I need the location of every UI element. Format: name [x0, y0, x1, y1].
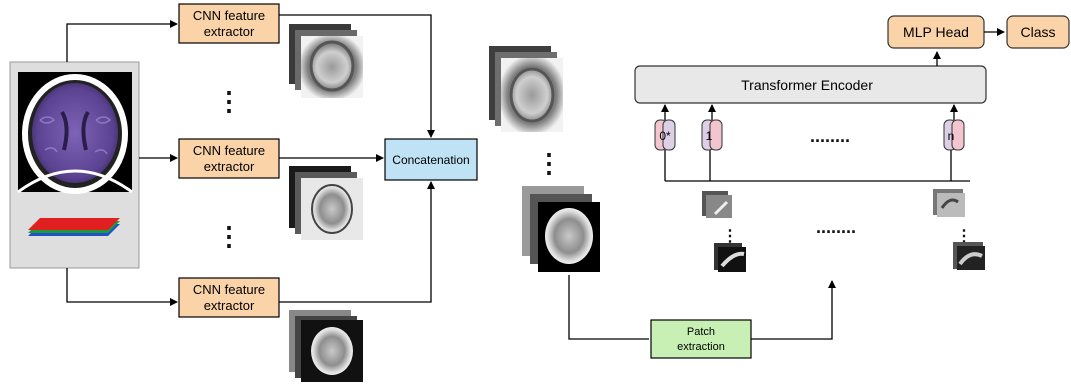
- feature-maps-bottom: [289, 310, 363, 382]
- token-to-encoder-arrows: [661, 104, 958, 120]
- class-label: Class: [1020, 24, 1055, 40]
- cnn-extractor-middle-label-line1: CNN feature: [193, 143, 265, 158]
- patch-tile-n-a: [933, 189, 965, 217]
- token-1: 1: [701, 119, 723, 151]
- cnn-extractor-top-label-line2: extractor: [204, 24, 255, 39]
- cnn-extractor-bottom: CNN feature extractor: [178, 277, 280, 318]
- patch-tile-n-b: [953, 242, 985, 270]
- patch-extraction-label-line1: Patch: [687, 326, 715, 338]
- mlp-head-box: MLP Head: [887, 15, 985, 49]
- cnn-extractor-top-label-line1: CNN feature: [193, 8, 265, 23]
- feature-maps-middle: [289, 166, 363, 240]
- input-to-cnn-arrows: [66, 20, 178, 306]
- concatenation-label: Concatenation: [392, 153, 469, 167]
- image-stack-top: [489, 46, 563, 132]
- patch-extraction-label-line2: extraction: [677, 341, 725, 353]
- ellipsis-horizontal-patches: ........: [816, 217, 856, 237]
- patch-extraction-flow: [568, 275, 836, 340]
- ellipsis-horizontal-tokens: ........: [810, 126, 850, 146]
- image-stack-bottom: [522, 186, 600, 272]
- rgb-channel-layers-icon: [28, 218, 120, 236]
- cnn-extractor-middle-label-line2: extractor: [204, 159, 255, 174]
- patch-tile-1b: [714, 243, 746, 272]
- class-box: Class: [1006, 15, 1070, 49]
- concatenation-box: Concatenation: [384, 138, 478, 181]
- feature-maps-top: [289, 24, 363, 98]
- cnn-extractor-bottom-label-line1: CNN feature: [193, 282, 265, 297]
- token-1-label: 1: [706, 129, 713, 143]
- ellipsis-vertical-cnn-upper: ⋮: [216, 86, 242, 116]
- ellipsis-vertical-patch-n: ⋮: [956, 228, 972, 245]
- ct-scan-image: [17, 72, 133, 194]
- patch-to-token-lines: [664, 150, 970, 182]
- patch-tile-1a: [702, 191, 732, 218]
- ellipsis-vertical-cnn-lower: ⋮: [216, 221, 242, 251]
- cnn-extractor-middle: CNN feature extractor: [178, 138, 280, 179]
- transformer-encoder-box: Transformer Encoder: [634, 65, 987, 104]
- ellipsis-vertical-patch-1: ⋮: [722, 228, 738, 245]
- token-n: n: [943, 119, 965, 151]
- mlp-head-label: MLP Head: [903, 24, 969, 40]
- token-n-label: n: [948, 129, 955, 143]
- cnn-to-concat-arrows: [279, 14, 435, 303]
- cnn-extractor-bottom-label-line2: extractor: [204, 298, 255, 313]
- input-panel: [9, 61, 140, 269]
- token-0: 0*: [654, 119, 676, 151]
- ellipsis-vertical-images: ⋮: [536, 148, 562, 178]
- cnn-extractor-top: CNN feature extractor: [178, 3, 280, 44]
- patch-tiles: ⋮ ⋮ ........: [702, 189, 985, 272]
- patch-extraction-box: Patch extraction: [650, 319, 752, 359]
- token-0-label: 0*: [659, 129, 671, 143]
- transformer-encoder-label: Transformer Encoder: [741, 77, 873, 93]
